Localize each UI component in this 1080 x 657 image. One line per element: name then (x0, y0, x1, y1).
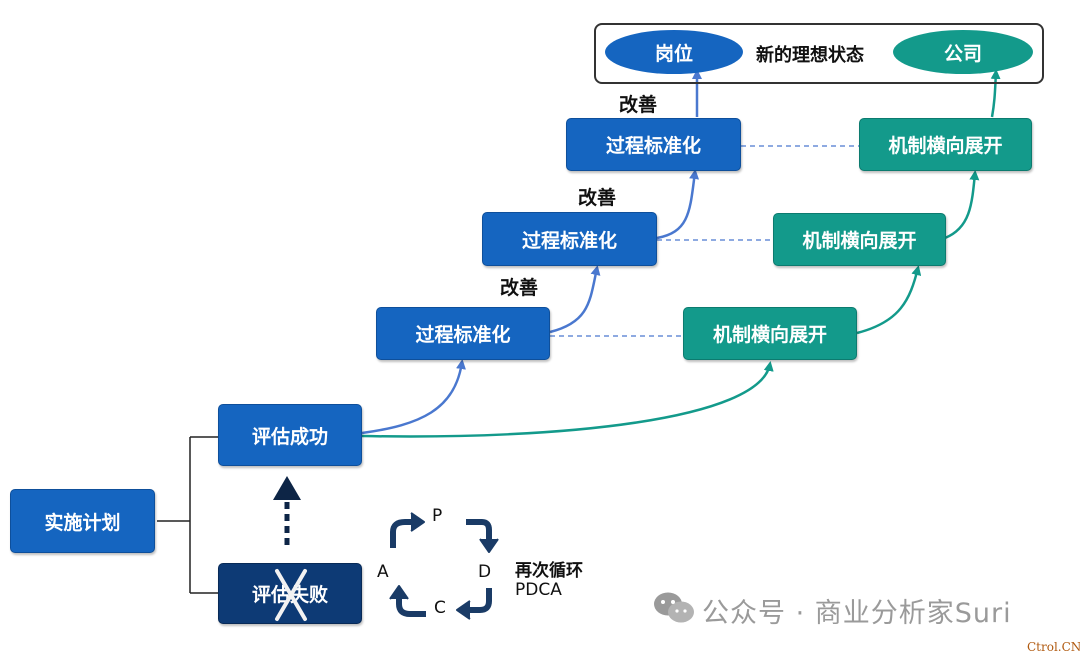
watermark-text: 公众号 · 商业分析家Suri (702, 598, 1012, 629)
improve-label-middle: 改善 (578, 187, 617, 209)
evaluate-fail-box: 评估失败 (218, 563, 362, 624)
up-arrow-icon (273, 476, 301, 545)
process-standardization-box-2: 过程标准化 (482, 212, 657, 266)
process-standardization-box-1: 过程标准化 (376, 307, 550, 360)
improve-label-top: 改善 (619, 94, 658, 116)
implement-plan-box: 实施计划 (10, 489, 155, 553)
improve-label-bottom: 改善 (500, 277, 539, 299)
process-standardization-box-3: 过程标准化 (566, 118, 741, 171)
evaluate-success-box: 评估成功 (218, 404, 362, 466)
target-state-label: 新的理想状态 (756, 45, 864, 66)
curve-to-process-3 (656, 169, 700, 240)
cross-icon (275, 569, 307, 621)
wechat-icon (654, 592, 694, 623)
curve-to-process-2 (549, 265, 601, 334)
pdca-letter-d: D (478, 562, 492, 582)
curve-to-mechanism-3 (944, 170, 980, 240)
curve-to-process-1 (361, 359, 466, 435)
pdca-letter-c: C (434, 598, 446, 618)
tree-connector (157, 436, 218, 594)
corner-mark: Ctrol.CN (1027, 640, 1080, 654)
mechanism-expansion-box-1: 机制横向展开 (683, 307, 857, 360)
target-state-frame (594, 23, 1044, 84)
pdca-note-line2: PDCA (515, 580, 562, 600)
cycle-arrow-icon (389, 512, 499, 620)
curve-to-mechanism-1 (361, 361, 774, 438)
mechanism-expansion-box-3: 机制横向展开 (859, 118, 1032, 171)
pdca-note-line1: 再次循环 (515, 561, 583, 581)
pdca-letter-p: P (432, 506, 443, 526)
curve-to-mechanism-2 (856, 265, 922, 335)
target-post-ellipse: 岗位 (605, 30, 743, 74)
target-company-ellipse: 公司 (893, 30, 1033, 74)
mechanism-expansion-box-2: 机制横向展开 (773, 213, 946, 266)
pdca-letter-a: A (377, 562, 389, 582)
arrow-to-company (990, 69, 1001, 118)
